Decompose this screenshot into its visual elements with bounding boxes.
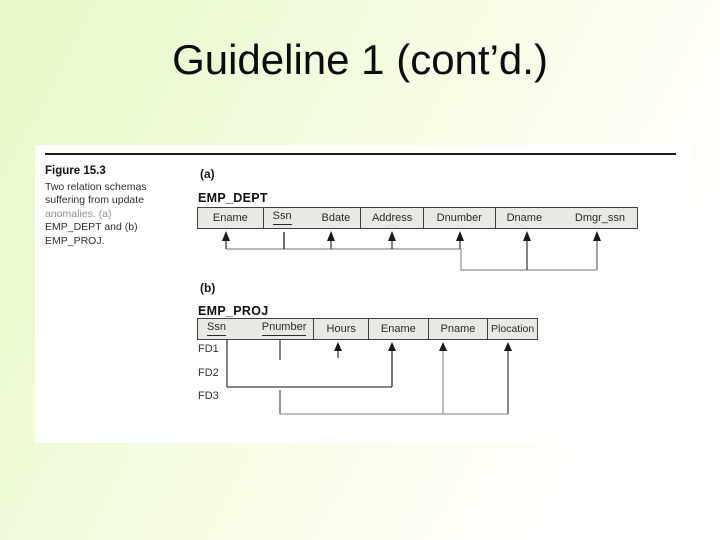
fd-diagram-b	[226, 340, 512, 415]
caption-line: EMP_PROJ.	[45, 234, 105, 247]
fd-arrow-hours-head	[334, 342, 342, 351]
caption-line: EMP_DEPT and (b)	[45, 221, 138, 233]
fd3-label: FD3	[198, 390, 219, 402]
attr-hours: Hours	[313, 319, 368, 339]
figure-caption: Figure 15.3 Two relation schemas sufferi…	[45, 165, 185, 248]
page-title: Guideline 1 (cont’d.)	[172, 36, 548, 83]
attr-ssn-pnumber-cell: Ssn Pnumber	[198, 319, 313, 339]
fd-arrow-ename-head	[388, 342, 396, 351]
fd-arrow-pname-head	[439, 342, 447, 351]
table-emp-dept: Ename Ssn Bdate Address Dnumber Dname Dm…	[197, 207, 638, 229]
fd-diagram-a	[222, 231, 601, 271]
caption-line: Two relation schemas	[45, 180, 147, 193]
attr-address: Address	[360, 208, 423, 228]
attr-ssn: Ssn	[207, 322, 226, 336]
figure-box: Figure 15.3 Two relation schemas sufferi…	[35, 145, 692, 443]
fd-arrow-address-head	[388, 231, 396, 241]
attr-dmgr-ssn: Dmgr_ssn	[574, 212, 625, 224]
fd2-line-a	[460, 249, 597, 271]
attr-ssn-bdate-cell: Ssn Bdate	[262, 208, 361, 228]
fd-arrow-dnumber-head	[456, 231, 464, 241]
attr-plocation: Plocation	[487, 319, 537, 339]
fd-arrow-dname-head	[523, 231, 531, 241]
attr-ssn: Ssn	[272, 211, 292, 225]
attr-ename: Ename	[368, 319, 428, 339]
panel-b-label: (b)	[200, 281, 216, 295]
fd-arrow-ename-head	[222, 231, 230, 241]
attr-dname: Dname	[506, 212, 543, 224]
figure-caption-label: Figure 15.3	[45, 165, 106, 177]
table-emp-proj: Ssn Pnumber Hours Ename Pname Plocation	[197, 318, 538, 340]
attr-dnumber: Dnumber	[422, 208, 495, 228]
fd-arrow-bdate-head	[327, 231, 335, 241]
relation-name-emp-proj: EMP_PROJ	[198, 304, 269, 318]
attr-dname-dmgrssn-cell: Dname Dmgr_ssn	[494, 208, 637, 228]
fd2-label: FD2	[198, 367, 219, 379]
relation-name-emp-dept: EMP_DEPT	[198, 191, 268, 205]
attr-pnumber: Pnumber	[261, 322, 307, 336]
attr-pname: Pname	[427, 319, 488, 339]
panel-a-label: (a)	[200, 167, 215, 181]
attr-bdate: Bdate	[321, 212, 351, 224]
fd1-label: FD1	[198, 343, 219, 355]
caption-line: suffering from update	[45, 194, 145, 206]
caption-line: anomalies. (a)	[45, 207, 112, 220]
figure-top-rule	[45, 153, 676, 155]
attr-ename: Ename	[212, 212, 248, 224]
fd-arrow-dmgrssn-head	[593, 231, 601, 241]
fd-arrow-plocation-head	[504, 342, 512, 351]
